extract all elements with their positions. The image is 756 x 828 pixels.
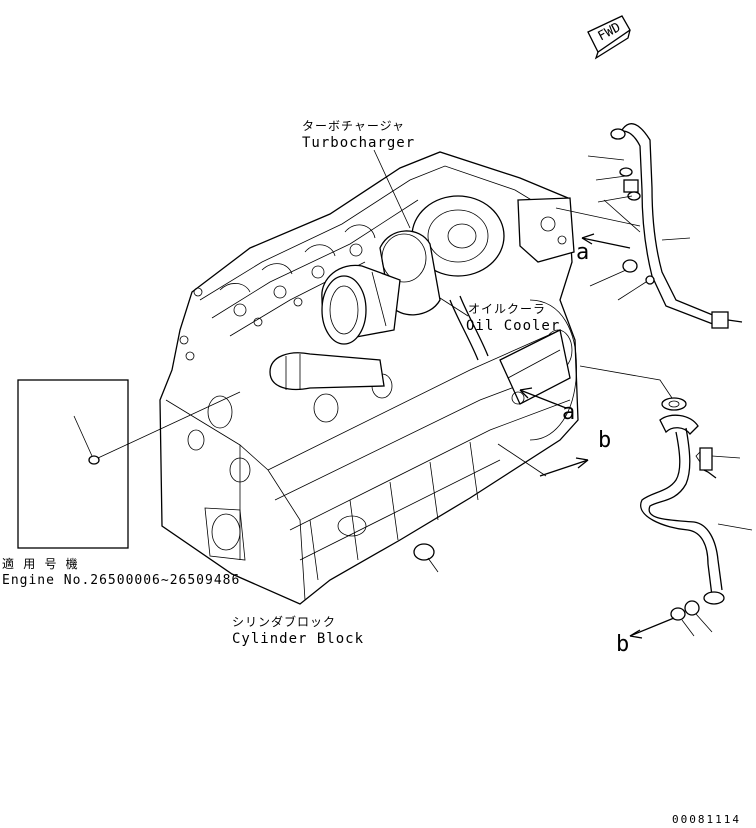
arrow-a-mid <box>519 387 567 409</box>
oil-return-pipe <box>579 365 753 639</box>
oil-cooler-label-jp: オイルクーラ <box>468 302 547 316</box>
drawing-number: 00081114 <box>672 813 741 826</box>
cylinder-block-label-en: Cylinder Block <box>232 631 365 647</box>
applicability-label-jp: 適 用 号 機 <box>2 557 79 571</box>
oil-cooler-leader <box>439 297 469 317</box>
leader-lines-top <box>555 155 691 301</box>
cylinder-block-label-jp: シリンダブロック <box>232 615 337 629</box>
applicability-label-en: Engine No.26500006~26509486 <box>2 573 241 588</box>
oil-feed-pipe <box>610 123 743 329</box>
ref-a-mid: a <box>562 400 576 425</box>
ref-b-bottom: b <box>616 632 630 657</box>
turbocharger-label-jp: ターボチャージャ <box>302 119 406 133</box>
fittings-top <box>619 167 655 285</box>
turbocharger-leader <box>373 149 411 229</box>
applicability-box <box>17 379 241 549</box>
block-plug <box>413 543 439 573</box>
oil-cooler-part <box>499 197 575 405</box>
oil-cooler-label-en: Oil Cooler <box>466 318 561 334</box>
ref-a-top: a <box>576 240 590 265</box>
turbocharger-label-en: Turbocharger <box>302 135 416 151</box>
arrow-b-mid <box>497 443 589 477</box>
fwd-arrow-icon <box>587 15 631 60</box>
ref-b-mid: b <box>598 428 612 453</box>
turbocharger-part <box>269 195 505 391</box>
